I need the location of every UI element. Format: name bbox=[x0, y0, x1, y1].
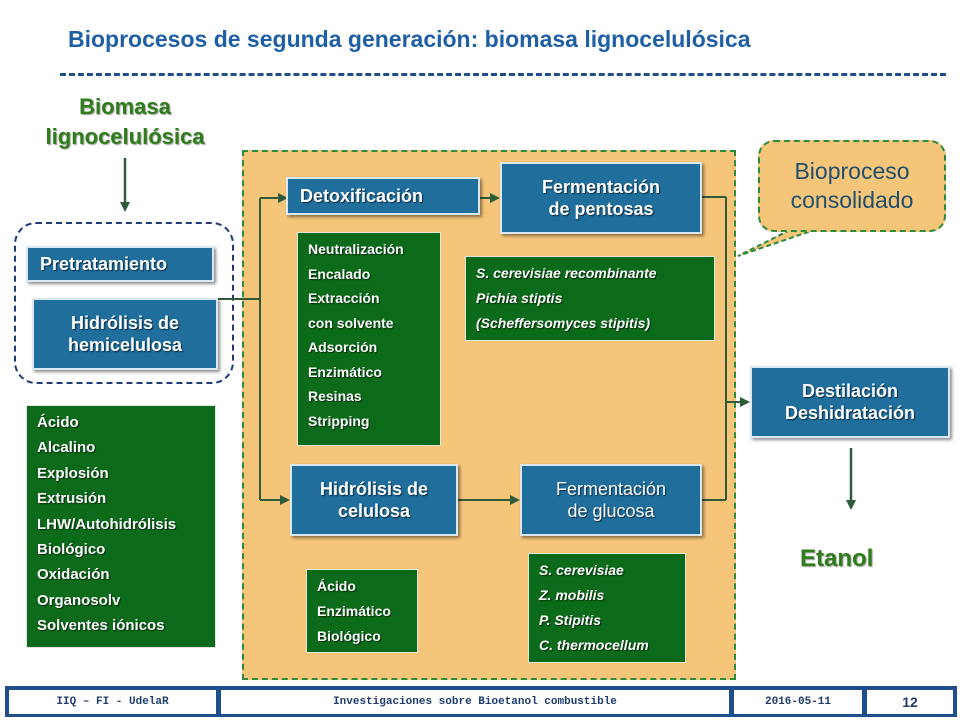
hid-hemicelulosa-line2: hemicelulosa bbox=[67, 335, 183, 355]
detox-box: Detoxificación bbox=[286, 177, 480, 215]
bubble-tail bbox=[737, 229, 815, 257]
list-item: P. Stipitis bbox=[539, 612, 601, 628]
ferm-pentosas-line1: Fermentación bbox=[541, 177, 661, 197]
biomasa-heading: Biomasa lignocelulósica bbox=[0, 92, 250, 152]
list-item: Alcalino bbox=[37, 439, 96, 457]
hid-hemicelulosa-line1: Hidrólisis de bbox=[70, 313, 180, 333]
list-item: Resinas bbox=[308, 388, 362, 404]
biomasa-line2: lignocelulósica bbox=[45, 124, 205, 149]
list-item: Extracción bbox=[308, 290, 380, 306]
bioproceso-line1: Bioproceso bbox=[794, 158, 910, 184]
glucosa-organisms-list: S. cerevisiae Z. mobilis P. Stipitis C. the… bbox=[528, 553, 686, 663]
list-item: Solventes iónicos bbox=[37, 617, 165, 635]
list-item: S. cerevisiae bbox=[539, 562, 624, 578]
bioproceso-line2: consolidado bbox=[790, 187, 914, 213]
list-item: Organosolv bbox=[37, 591, 121, 609]
hid-celulosa-line2: celulosa bbox=[337, 501, 411, 521]
list-item: Biológico bbox=[37, 541, 106, 559]
list-item: LHW/Autohidrólisis bbox=[37, 515, 177, 533]
footer-institution: IIQ – FI - UdelaR bbox=[9, 690, 216, 714]
bioproceso-bubble: Bioproceso consolidado bbox=[758, 140, 946, 232]
list-item: Z. mobilis bbox=[539, 587, 605, 603]
ferm-glucosa-box: Fermentación de glucosa bbox=[520, 464, 702, 536]
list-item: Ácido bbox=[37, 414, 79, 431]
hid-hemicelulosa-box: Hidrólisis de hemicelulosa bbox=[32, 298, 218, 370]
footer-page-number: 12 bbox=[867, 690, 953, 714]
list-item: con solvente bbox=[308, 314, 394, 331]
list-item: Adsorción bbox=[308, 339, 378, 355]
ferm-glucosa-line2: de glucosa bbox=[567, 501, 655, 521]
ferm-glucosa-line1: Fermentación bbox=[555, 479, 667, 499]
destilacion-line2: Deshidratación bbox=[784, 403, 916, 423]
list-item: C. thermocellum bbox=[539, 637, 649, 653]
page-title: Bioprocesos de segunda generación: bioma… bbox=[68, 26, 751, 52]
etanol-label: Etanol bbox=[800, 545, 874, 572]
ferm-pentosas-box: Fermentación de pentosas bbox=[500, 162, 702, 234]
list-item: (Scheffersomyces stipitis) bbox=[476, 315, 651, 331]
footer-date: 2016-05-11 bbox=[734, 690, 862, 714]
list-item: S. cerevisiae recombinante bbox=[476, 265, 657, 281]
list-item: Biológico bbox=[317, 628, 381, 644]
pretratamiento-label: Pretratamiento bbox=[40, 254, 168, 274]
list-item: Stripping bbox=[308, 412, 370, 429]
hid-celulosa-line1: Hidrólisis de bbox=[319, 479, 429, 499]
pretratamiento-box: Pretratamiento bbox=[26, 246, 214, 282]
ferm-pentosas-line2: de pentosas bbox=[548, 199, 654, 219]
list-item: Neutralización bbox=[308, 241, 404, 257]
biomasa-line1: Biomasa bbox=[79, 94, 171, 119]
title-underline bbox=[60, 73, 946, 76]
list-item: Enzimático bbox=[317, 603, 391, 619]
list-item: Ácido bbox=[317, 578, 356, 594]
detox-label: Detoxificación bbox=[300, 186, 424, 206]
list-item: Encalado bbox=[308, 265, 371, 282]
destilacion-box: Destilación Deshidratación bbox=[750, 366, 950, 438]
pretreatment-group bbox=[14, 222, 234, 384]
list-item: Extrusión bbox=[37, 490, 107, 508]
hid-celulosa-box: Hidrólisis de celulosa bbox=[290, 464, 458, 536]
list-item: Oxidación bbox=[37, 566, 110, 584]
list-item: Enzimático bbox=[308, 363, 382, 380]
list-item: Explosión bbox=[37, 464, 109, 482]
footer-topic: Investigaciones sobre Bioetanol combusti… bbox=[221, 690, 729, 714]
list-item: Pichia stiptis bbox=[476, 290, 563, 306]
destilacion-line1: Destilación bbox=[801, 381, 899, 401]
